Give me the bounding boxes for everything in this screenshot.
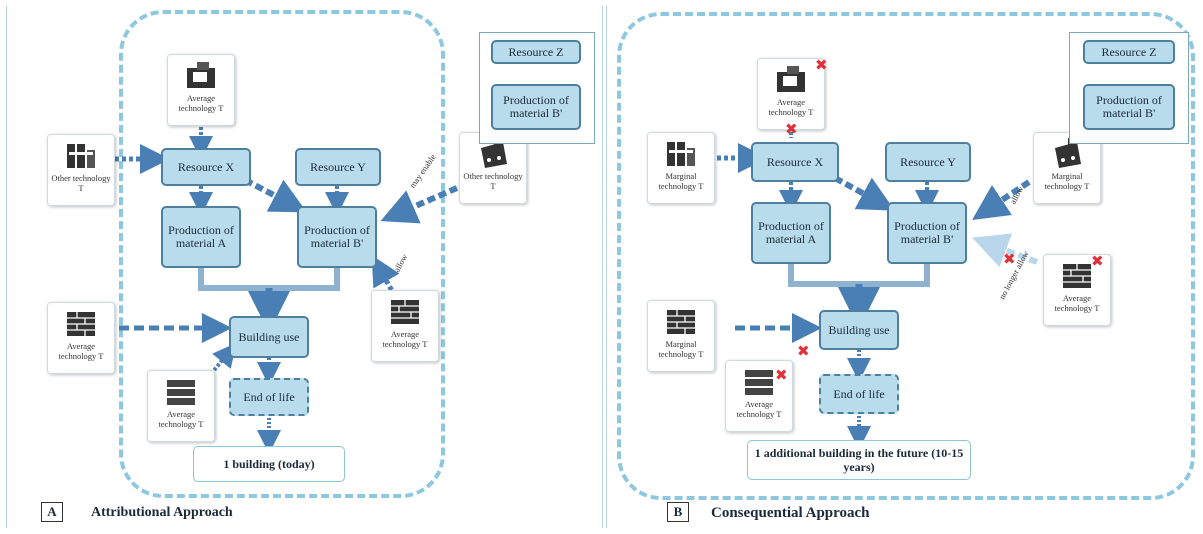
card-tech-t1: Average technology T	[167, 54, 235, 126]
resource-y: Resource Y	[295, 148, 381, 186]
panel-title: Attributional Approach	[91, 505, 233, 520]
resource-x: Resource X	[161, 148, 251, 186]
end-of-life: End of life	[819, 374, 899, 414]
card-tech-t2: Other technology T	[47, 134, 115, 206]
panel-consequential: Average technology T ✖ ✖ Marginal techno…	[606, 6, 1197, 528]
card-tech-t3: Average technology T	[47, 302, 115, 374]
production-material-b: Production of material B'	[297, 206, 377, 268]
resource-z: Resource Z	[1083, 40, 1175, 64]
tech-label: Marginal technology T	[658, 171, 704, 191]
crane-icon	[481, 138, 507, 168]
stacked-blocks-icon	[745, 370, 773, 395]
card-tech-t4: Other technology T	[459, 132, 527, 204]
tech-label: Other technology T	[463, 171, 523, 191]
flow-arrows	[717, 70, 1137, 450]
resource-x: Resource X	[751, 142, 839, 182]
brick-wall-icon	[67, 312, 95, 336]
machine-icon	[187, 62, 215, 88]
tech-label: Marginal technology T	[658, 339, 704, 359]
production-material-a: Production of material A	[161, 206, 241, 268]
brick-wall-icon	[667, 310, 695, 334]
end-of-life: End of life	[229, 378, 309, 416]
tech-label: Average technology T	[1054, 293, 1100, 313]
output-building: 1 additional building in the future (10-…	[747, 440, 971, 480]
red-x-icon: ✖	[1091, 252, 1104, 270]
production-material-b: Production of material B'	[887, 202, 967, 264]
tech-label: Average technology T	[58, 341, 104, 361]
panel-attributional: Average technology T Other technology T …	[6, 6, 597, 528]
tech-label: Average technology T	[768, 97, 814, 117]
tech-label: Other technology T	[51, 173, 111, 193]
card-tech-t5-blocks: Average technology T	[725, 360, 793, 432]
panel-icon	[67, 144, 95, 168]
resource-z: Resource Z	[491, 40, 581, 64]
card-tech-t5-bricks: Average technology T	[371, 290, 439, 362]
production-material-a: Production of material A	[751, 202, 831, 264]
stacked-blocks-icon	[167, 380, 195, 405]
production-material-b-top: Production of material B'	[1083, 84, 1175, 130]
card-tech-t5-bricks: Average technology T	[1043, 254, 1111, 326]
red-x-icon: ✖	[815, 56, 828, 74]
resource-y: Resource Y	[885, 142, 971, 182]
panel-letter: A	[41, 502, 63, 522]
tech-label: Average technology T	[736, 399, 782, 419]
red-x-icon: ✖	[785, 120, 798, 138]
card-tech-t3: Marginal technology T	[647, 300, 715, 372]
panel-title: Consequential Approach	[711, 505, 870, 521]
building-use: Building use	[229, 316, 309, 358]
card-tech-t5-blocks: Average technology T	[147, 370, 215, 442]
card-tech-t4: Marginal technology T	[1033, 132, 1101, 204]
tech-label: Marginal technology T	[1044, 171, 1090, 191]
panel-divider	[602, 6, 603, 528]
card-tech-t2: Marginal technology T	[647, 132, 715, 204]
brick-wall-icon	[391, 300, 419, 324]
system-boundary	[119, 10, 445, 498]
red-x-icon: ✖	[775, 366, 788, 384]
output-building: 1 building (today)	[193, 446, 345, 482]
panel-icon	[667, 142, 695, 166]
building-use: Building use	[819, 310, 899, 350]
machine-icon	[777, 66, 805, 92]
red-x-icon: ✖	[1003, 250, 1016, 268]
card-tech-t1: Average technology T	[757, 58, 825, 130]
production-material-b-top: Production of material B'	[491, 84, 581, 130]
tech-label: Average technology T	[178, 93, 224, 113]
tech-label: Average technology T	[382, 329, 428, 349]
tech-label: Average technology T	[158, 409, 204, 429]
panel-letter: B	[667, 502, 689, 522]
red-x-icon: ✖	[797, 342, 810, 360]
brick-wall-icon	[1063, 264, 1091, 288]
system-boundary	[617, 12, 1195, 500]
